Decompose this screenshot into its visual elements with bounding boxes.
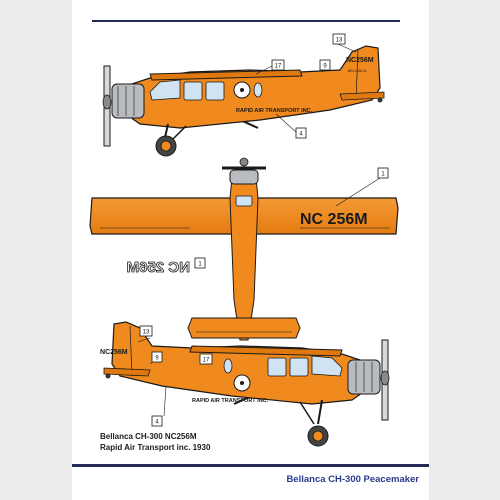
svg-text:9: 9	[323, 64, 327, 70]
gear-strut	[317, 399, 323, 425]
callout-13-top: 13	[332, 33, 346, 45]
svg-text:13: 13	[143, 330, 150, 336]
callout-1-underside: 1	[194, 257, 206, 269]
callout-17-top: 17	[271, 59, 285, 71]
side-view-bottom: RAPID AIR TRANSPORT INC. NC256M	[100, 321, 390, 447]
airline-name: RAPID AIR TRANSPORT INC.	[236, 108, 313, 114]
caption-line-1: Bellanca CH-300 NC256M	[100, 432, 197, 441]
callout-1-plan: 1	[377, 167, 389, 179]
svg-text:17: 17	[203, 358, 210, 364]
callout-13-bottom: 13	[139, 325, 153, 337]
cabin-window	[289, 357, 309, 377]
tailplane	[103, 367, 151, 377]
wing	[189, 345, 343, 357]
svg-text:1: 1	[198, 262, 202, 268]
svg-text:4: 4	[155, 420, 159, 426]
callout-4-bottom: 4	[151, 415, 163, 427]
cabin-window	[205, 81, 225, 101]
caption-line-2: Rapid Air Transport inc. 1930	[100, 443, 211, 452]
callout-9-bottom: 9	[151, 351, 163, 363]
spinner	[102, 94, 112, 110]
engine-plan	[229, 169, 259, 185]
svg-text:1: 1	[381, 172, 385, 178]
svg-text:4: 4	[299, 132, 303, 138]
windscreen	[149, 79, 181, 101]
airline-name: RAPID AIR TRANSPORT INC.	[192, 398, 269, 404]
spinner	[380, 370, 390, 386]
side-view-top: RAPID AIR TRANSPORT INC. NC256M BELLANCA	[102, 43, 385, 157]
footer-rule	[72, 464, 429, 467]
callout-4-top: 4	[295, 127, 307, 139]
tailplane-plan	[187, 317, 301, 339]
profile-caption: Bellanca CH-300 NC256M Rapid Air Transpo…	[100, 431, 210, 453]
porthole	[253, 82, 263, 98]
callout-9-top: 9	[319, 59, 331, 71]
svg-text:17: 17	[275, 64, 282, 70]
tail-registration: NC256M	[100, 349, 128, 356]
footer-title: Bellanca CH-300 Peacemaker	[286, 474, 419, 485]
tail-wheel	[105, 373, 111, 379]
tailplane	[339, 91, 385, 101]
cockpit-window-plan	[235, 195, 253, 207]
plan-view: NC 256M NC 256M	[89, 157, 399, 341]
underside-registration-mirrored: NC 256M	[127, 259, 190, 276]
fuselage	[111, 321, 373, 405]
tail-wheel	[377, 97, 383, 103]
header-rule	[92, 20, 400, 22]
wing	[149, 69, 303, 81]
cabin-window	[183, 81, 203, 101]
svg-text:9: 9	[155, 356, 159, 362]
callout-17-bottom: 17	[199, 353, 213, 365]
wing-registration: NC 256M	[300, 211, 368, 228]
engine-cylinders	[111, 83, 145, 119]
fuselage-plan	[229, 177, 259, 341]
cabin-window	[267, 357, 287, 377]
tail-registration: NC256M	[346, 57, 374, 64]
windscreen	[311, 355, 343, 377]
footer: Bellanca CH-300 Peacemaker	[72, 464, 429, 500]
svg-text:13: 13	[336, 38, 343, 44]
porthole	[223, 358, 233, 374]
